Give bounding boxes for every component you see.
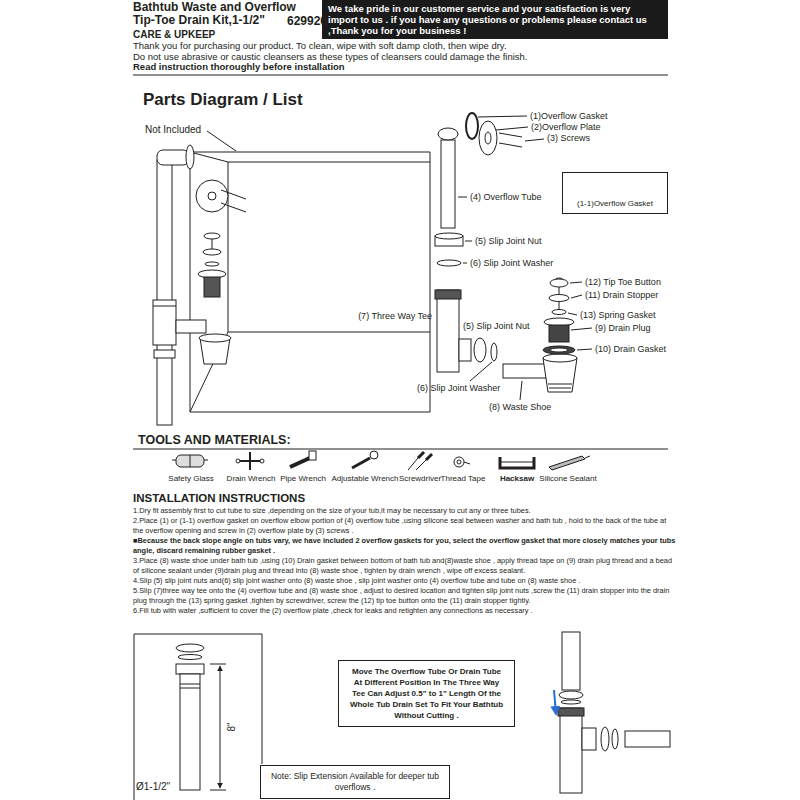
tool-icons — [172, 451, 590, 470]
part-label: (8) Waste Shoe — [489, 402, 551, 412]
rule — [133, 75, 668, 76]
instruction-step: 5.Slip (7)three way tee onto the (4) ove… — [133, 586, 678, 606]
exploded-parts — [435, 113, 606, 400]
dimension: 8" — [226, 722, 238, 731]
notice-text: Read instruction thoroughly before insta… — [133, 62, 345, 73]
box-text: Move The Overflow Tube Or Drain Tube At … — [347, 666, 506, 721]
care-text: Thank you for purchasing our product. To… — [133, 41, 507, 52]
part-label: (11) Drain Stopper — [585, 290, 658, 300]
note-box: Move The Overflow Tube Or Drain Tube At … — [338, 660, 515, 727]
tool-label: Safety Glass — [168, 474, 213, 483]
instruction-step: 4.Slip (5) slip joint nuts and(6) slip j… — [133, 576, 678, 586]
tool-label: Drain Wrench — [227, 474, 276, 483]
tool-label: Thread Tape — [441, 474, 486, 483]
tub-assembly — [153, 131, 430, 425]
instruction-note: ■Because the back slope angle on tubs va… — [133, 536, 678, 556]
part-label: (13) Spring Gasket — [580, 310, 656, 320]
tool-label: Screwdriver — [399, 474, 441, 483]
tool-label: Pipe Wrench — [280, 474, 326, 483]
box-text: Note: Slip Extension Available for deepe… — [269, 771, 441, 793]
tool-label: Hacksaw — [500, 474, 534, 483]
part-label: (1)Overflow Gasket — [530, 111, 608, 121]
part-label: (3) Screws — [547, 133, 590, 143]
section-heading: Parts Diagram / List — [143, 90, 303, 110]
dimension: Ø1-1/2" — [136, 781, 170, 793]
section-heading: TOOLS AND MATERIALS: — [138, 433, 291, 447]
title: Bathtub Waste and Overflow Tip-Toe Drain… — [133, 1, 313, 27]
instruction-step: 6.Fill tub with water ,sufficient to cov… — [133, 606, 678, 616]
part-label: (12) Tip Toe Button — [585, 277, 661, 287]
callout-label: Not Included — [145, 124, 201, 136]
part-label: (5) Slip Joint Nut — [463, 321, 530, 331]
rule — [133, 449, 668, 450]
tool-label: Silicone Sealant — [539, 474, 596, 483]
slip-tube — [134, 634, 262, 800]
note-box: Note: Slip Extension Available for deepe… — [260, 765, 450, 799]
box-text: (1-1)Overflow Gasket — [567, 199, 663, 209]
tool-label: Adjustable Wrench — [332, 474, 399, 483]
part-label: (7) Three Way Tee — [358, 311, 432, 321]
notice-box: We take pride in our customer service an… — [322, 0, 668, 39]
instruction-step: 2.Place (1) or (1-1) overflow gasket on … — [133, 516, 678, 536]
part-label: (6) Slip Joint Washer — [470, 258, 553, 268]
instruction-step: 3.Place (8) waste shoe under bath tub ,u… — [133, 556, 678, 576]
part-label: (2)Overflow Plate — [531, 122, 601, 132]
section-heading: CARE & UPKEEP — [133, 29, 215, 41]
model-number: 629920 — [287, 15, 327, 29]
part-box: (1-1)Overflow Gasket — [562, 172, 668, 214]
section-heading: INSTALLATION INSTRUCTIONS — [133, 492, 305, 505]
instruction-step: 1.Dry fit assembly first to cut tube to … — [133, 506, 678, 516]
part-label: (6) Slip Joint Washer — [417, 383, 500, 393]
box-text: We take pride in our customer service an… — [328, 3, 662, 36]
part-label: (4) Overflow Tube — [470, 192, 542, 202]
tee-adjust — [554, 632, 670, 793]
part-label: (5) Slip Joint Nut — [475, 236, 542, 246]
part-label: (10) Drain Gasket — [595, 344, 666, 354]
part-label: (9) Drain Plug — [595, 323, 651, 333]
